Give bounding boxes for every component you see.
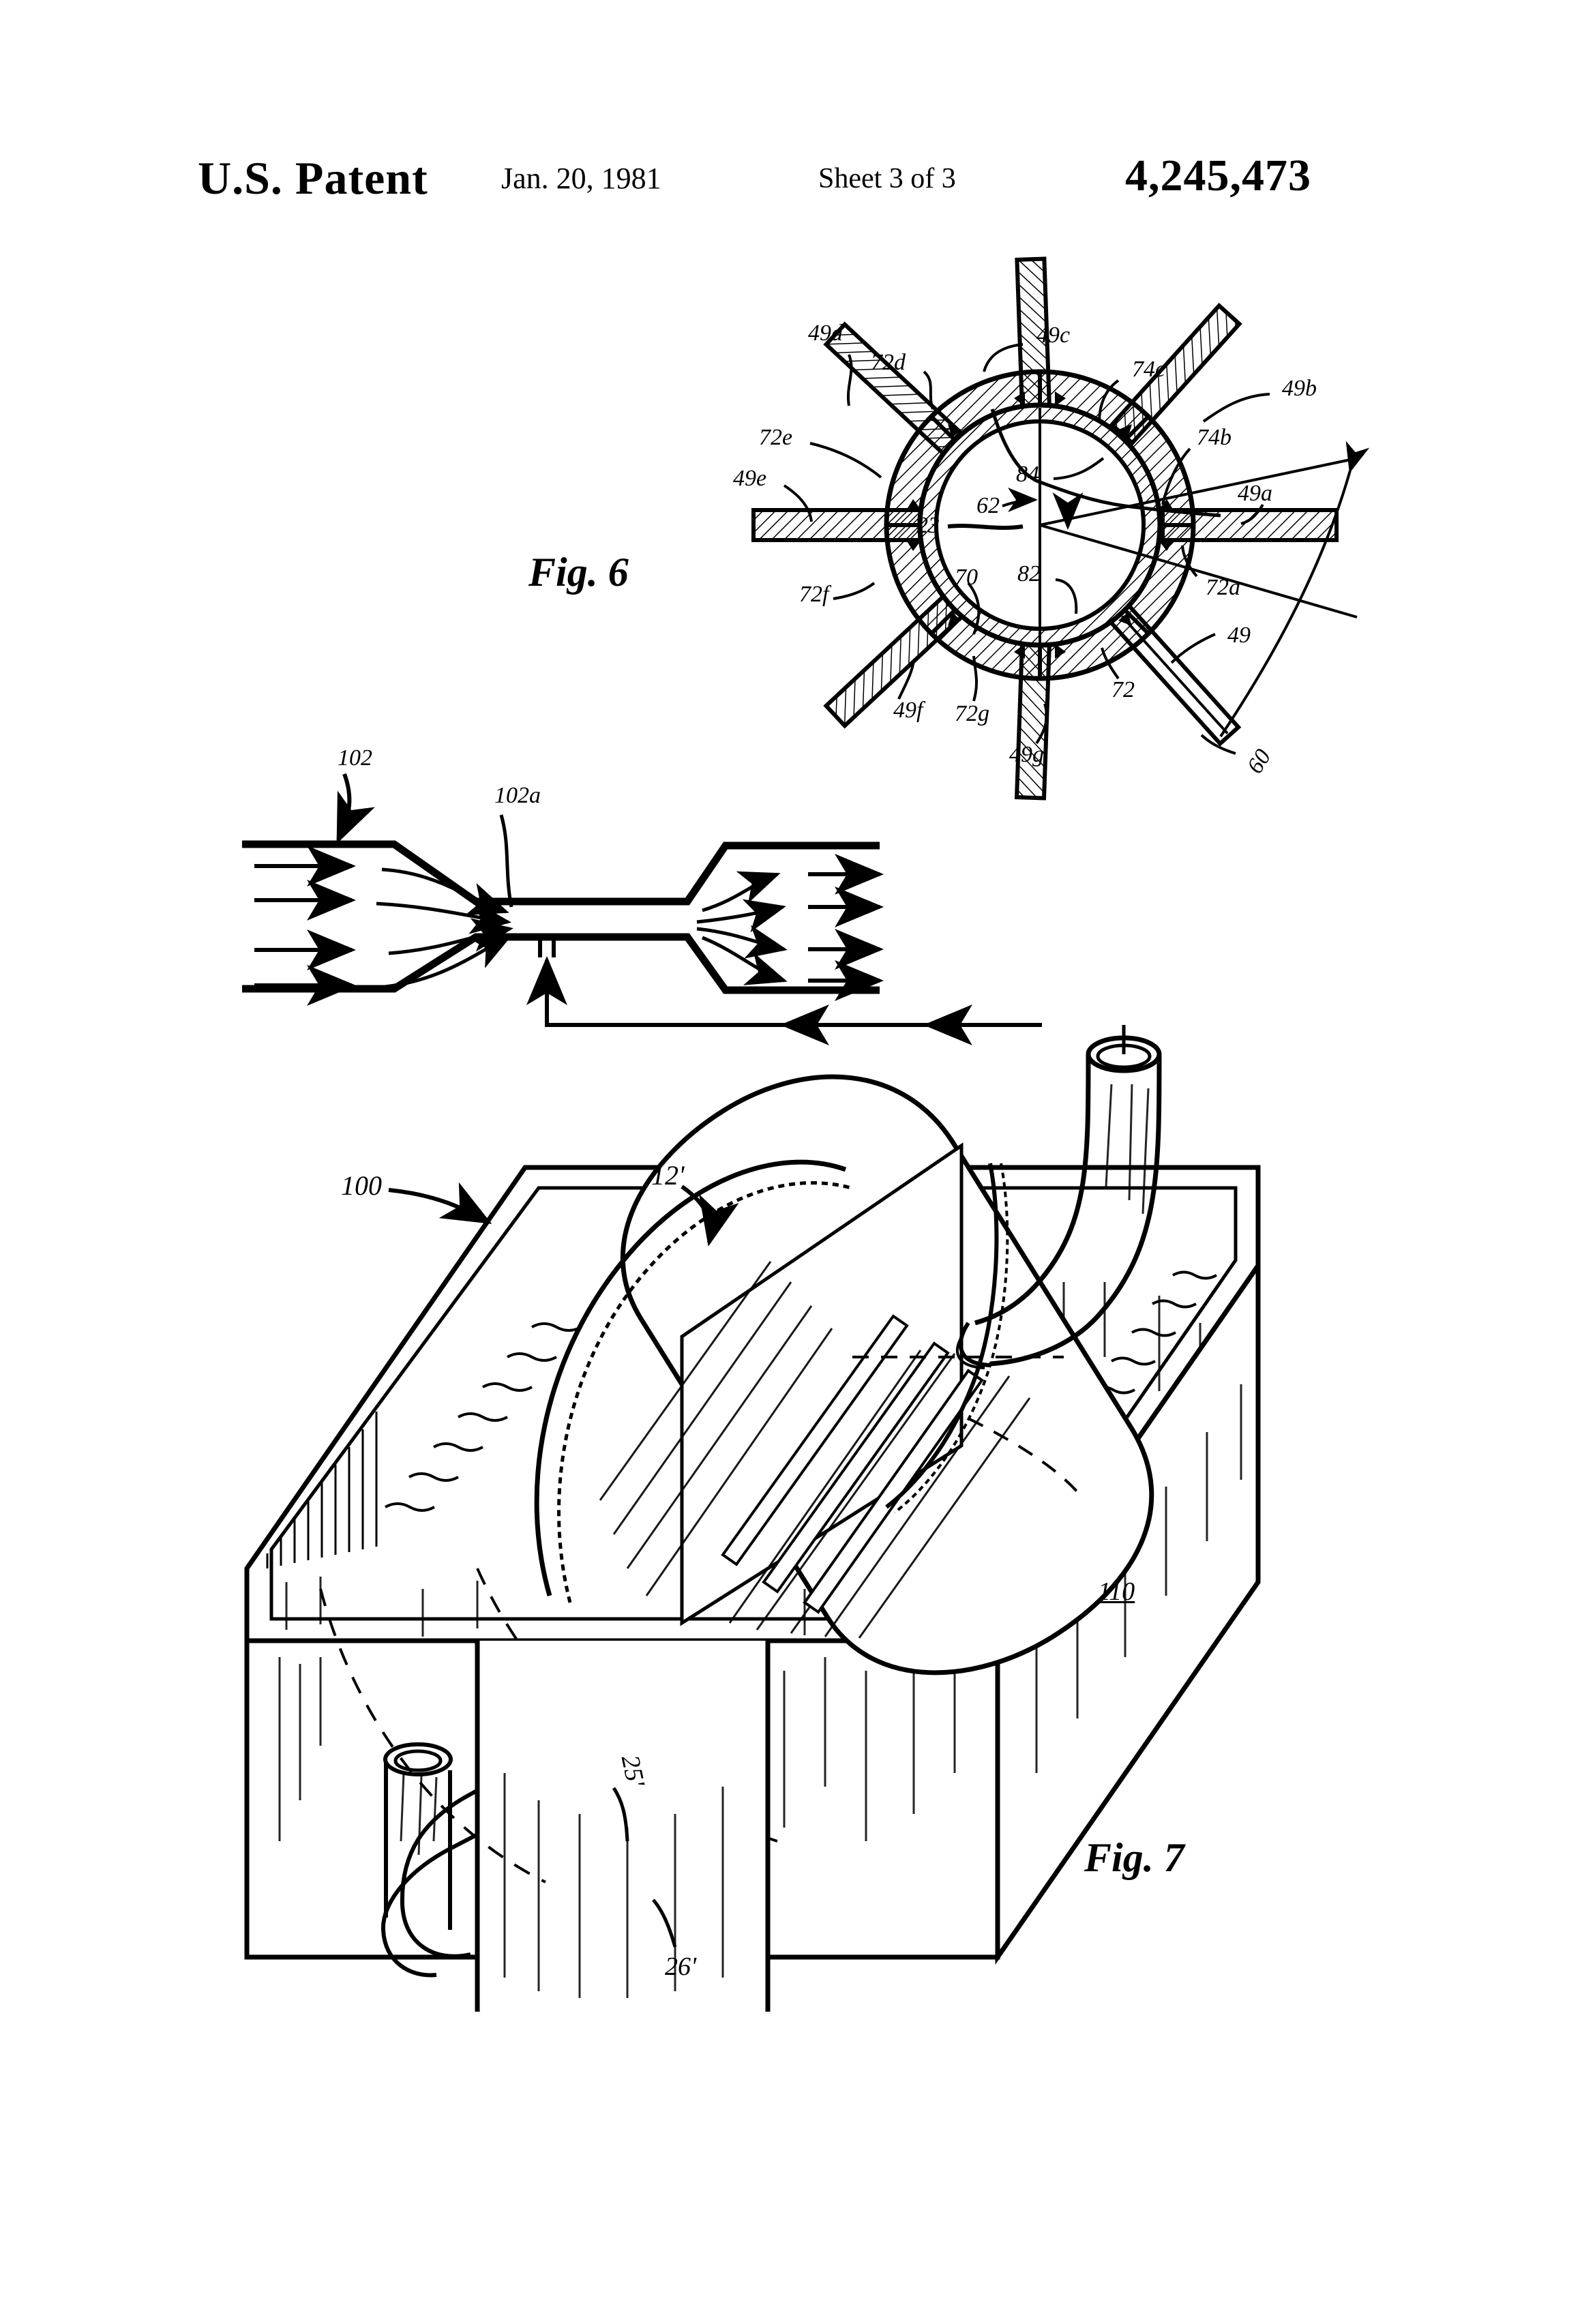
ref-74b: 74b [1197,425,1232,450]
ref-74c: 74c [1132,357,1166,382]
fig7-leaders [388,1182,739,1948]
fig7-assembly [244,1025,1261,2012]
venturi-outlet-arrows [808,854,884,1001]
ref-49a: 49a [1238,481,1272,506]
tank-hidden-edge [319,1588,546,1883]
patent-header: U.S. Patent Jan. 20, 1981 Sheet 3 of 3 4… [0,151,1582,213]
venturi-diverging-streamlines [696,871,788,985]
venturi-converging-streamlines [376,867,513,989]
ref-72a: 72a [1206,575,1240,600]
angle-60-arc [1219,441,1370,738]
ref-70: 70 [955,565,978,590]
throat-suction-line [526,937,1042,1045]
fig6-center-geometry [947,408,1358,644]
ref-72: 72 [1111,677,1135,702]
ref-49: 49 [1227,623,1251,648]
fig6-assembly [751,256,1370,801]
leader-102 [336,773,375,844]
ref-49b: 49b [1282,376,1317,401]
ref-12prime: 12' [651,1160,685,1191]
ref-82: 82 [1017,561,1041,586]
ref-49c: 49c [1036,323,1071,348]
ref-102: 102 [338,745,372,771]
ref-84: 84 [1016,462,1039,487]
ref-110: 110 [1098,1577,1135,1606]
leader-102a [499,814,513,908]
ref-72f: 72f [799,582,829,607]
ref-49d: 49d [808,321,843,346]
inlet-ptrap-pipe [380,1639,771,2012]
ref-49e: 49e [733,466,767,491]
ref-102a: 102a [494,783,541,808]
fig6-leaders [783,343,1270,755]
venturi-flow-schematic [242,773,1042,1045]
patent-date: Jan. 20, 1981 [501,162,661,195]
outlet-elbow-pipe [955,1025,1162,1369]
ref-72d: 72d [871,350,906,375]
ref-23: 23 [916,513,940,538]
ref-25prime: 25' [615,1753,651,1789]
ref-49f: 49f [893,698,923,723]
cylindrical-shell-12prime [534,1074,1154,1675]
venturi-inlet-arrows [254,846,356,1006]
sheet-number: Sheet 3 of 3 [818,163,956,194]
fig7-caption: Fig. 7 [1084,1835,1184,1880]
ref-49g: 49g [1009,742,1044,767]
ref-72g: 72g [955,701,989,726]
fig6-caption: Fig. 6 [528,550,629,595]
patent-office-title: U.S. Patent [198,152,428,204]
ref-100: 100 [341,1170,382,1201]
ref-72e: 72e [759,425,793,450]
ref-62: 62 [976,493,1000,518]
venturi-upper-wall [242,840,600,906]
patent-number: 4,245,473 [1125,151,1311,200]
ref-26prime: 26' [665,1952,697,1981]
